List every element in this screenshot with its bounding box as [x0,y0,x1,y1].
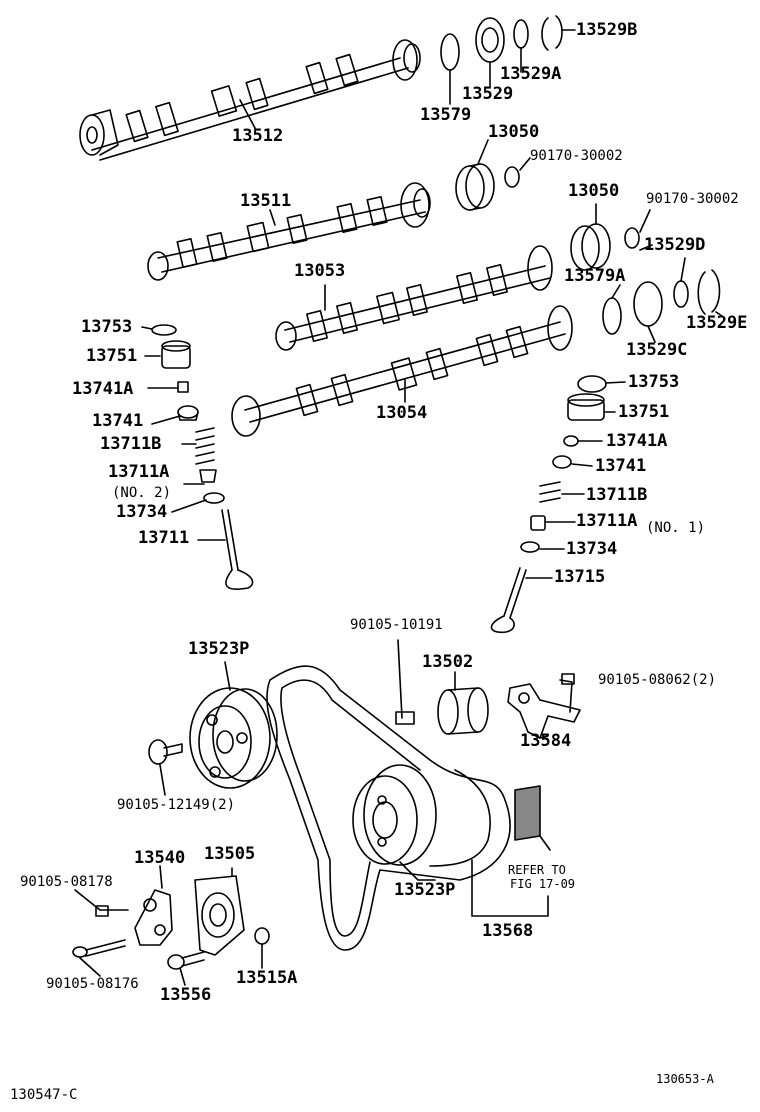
bolt-90105-08176 [72,939,126,958]
camshaft-13053 [275,245,553,351]
label-13505: 13505 [204,844,256,864]
bolt-13556 [167,951,205,970]
label-13529: 13529 [462,84,514,104]
gear-13529C [633,281,663,327]
label-90105-08176: 90105-08176 [46,976,139,992]
bolt-90105-10191 [395,639,415,725]
footer-code-left: 130547-C [10,1087,78,1103]
ring-13529D [673,280,689,308]
tensioner-arm-13540 [134,889,173,946]
bolt-90170-b [624,227,640,249]
bolt-90105-12149 [148,739,183,765]
gear-13050-b [570,223,611,271]
footer-code-right: 130653-A [656,1072,714,1086]
label-90105-12149: 90105-12149(2) [117,797,236,813]
label-13734-left: 13734 [116,502,168,522]
label-13511: 13511 [240,191,292,211]
label-13751-right: 13751 [618,402,670,422]
bolt-90105-08178 [74,889,129,917]
label-13568: 13568 [482,921,534,941]
label-13529A: 13529A [500,64,562,84]
bracket-13584 [507,683,581,739]
label-refer-to: REFER TO [508,863,566,877]
label-13741A-right: 13741A [606,431,668,451]
label-13579: 13579 [420,105,472,125]
label-13584: 13584 [520,731,572,751]
label-13711: 13711 [138,528,190,548]
label-13050-a: 13050 [488,122,540,142]
idler-13502 [437,687,489,735]
label-90170-30002-b: 90170-30002 [646,191,739,207]
camshaft-13512 [79,39,421,161]
label-13711B-right: 13711B [586,485,648,505]
ring-13579 [440,33,460,71]
label-13529E: 13529E [686,313,748,333]
ring-13529A [513,19,529,49]
gear-13529 [475,17,505,63]
label-13711A-right: 13711A [576,511,638,531]
tensioner-13505 [194,875,245,956]
label-13741-right: 13741 [595,456,647,476]
label-13734-right: 13734 [566,539,618,559]
label-13753-left: 13753 [81,317,133,337]
label-13512: 13512 [232,126,284,146]
pulley-13523P-center [352,764,437,866]
label-13523P-center: 13523P [394,880,456,900]
snap-ring-13529B [541,15,563,51]
label-13529C: 13529C [626,340,688,360]
camshaft-13511 [147,182,431,281]
label-13515A: 13515A [236,968,298,988]
label-13579A: 13579A [564,266,626,286]
bolt-90105-08062 [561,673,575,685]
label-13711B-left: 13711B [100,434,162,454]
label-13741-left: 13741 [92,411,144,431]
label-90170-30002-a: 90170-30002 [530,148,623,164]
label-90105-10191: 90105-10191 [350,617,443,633]
label-90105-08178: 90105-08178 [20,874,113,890]
label-13523P-left: 13523P [188,639,250,659]
pulley-13523P-left [189,687,278,789]
ring-13579A [602,297,622,335]
label-13529D: 13529D [644,235,706,255]
label-13556: 13556 [160,985,212,1005]
camshaft-13054 [231,305,573,437]
washer-13515A [254,927,270,945]
label-13711A-left: 13711A [108,462,170,482]
bolt-90170-a [504,166,520,188]
label-13741A-left: 13741A [72,379,134,399]
gear-13050-a [455,163,495,211]
label-13751-left: 13751 [86,346,138,366]
valve-assembly-left [151,324,254,590]
belt-cover-reference [514,785,541,841]
label-13502: 13502 [422,652,474,672]
timing-belt-13568 [266,665,511,951]
label-90105-08062: 90105-08062(2) [598,672,717,688]
valve-assembly-right [490,375,607,634]
label-13753-right: 13753 [628,372,680,392]
snap-ring-13529E [697,269,721,315]
label-fig-17-09: FIG 17-09 [510,877,576,891]
label-no2: (NO. 2) [112,485,172,501]
label-13540: 13540 [134,848,186,868]
label-13529B: 13529B [576,20,638,40]
label-13053: 13053 [294,261,346,281]
label-13050-b: 13050 [568,181,620,201]
label-13054: 13054 [376,403,428,423]
label-no1: (NO. 1) [646,520,706,536]
label-13715: 13715 [554,567,606,587]
